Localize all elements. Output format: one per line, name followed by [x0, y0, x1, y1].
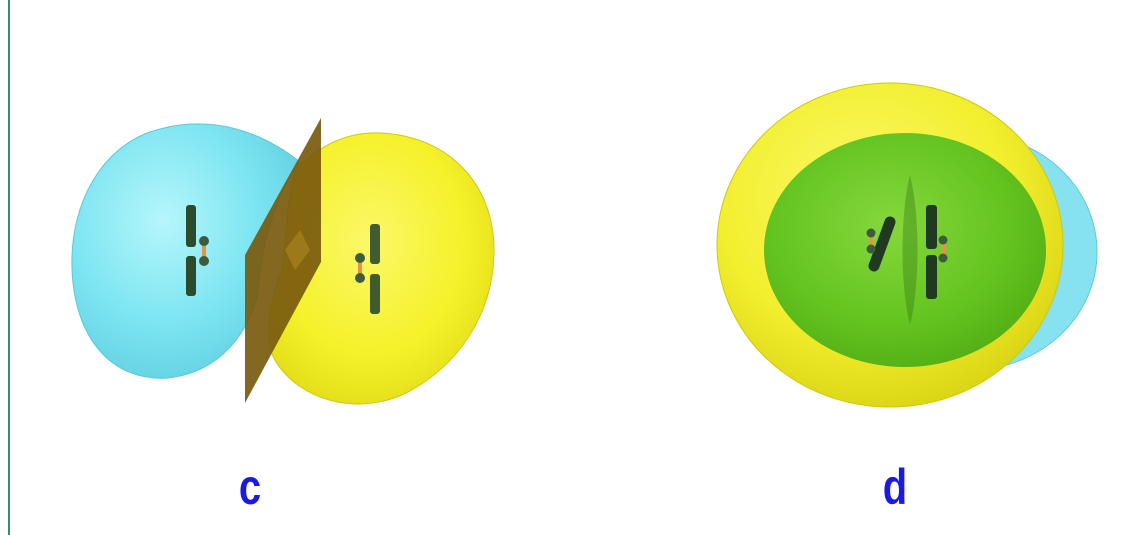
orbital-d-figure — [560, 0, 1137, 535]
panel-label-d: d — [871, 462, 919, 512]
panel-label-c: c — [226, 462, 274, 512]
orbital-c-figure — [0, 0, 560, 535]
panel-c: c — [0, 0, 560, 535]
panel-d: d — [560, 0, 1137, 535]
